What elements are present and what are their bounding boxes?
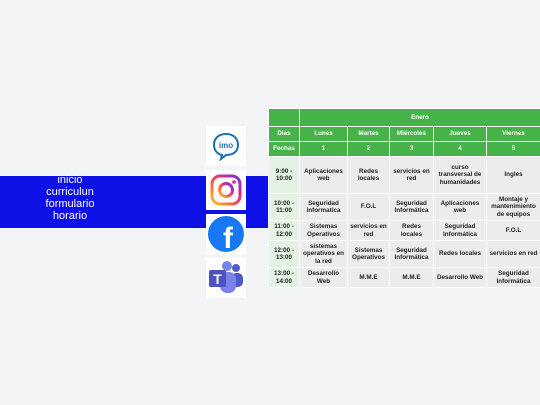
time-cell: 12:00 - 13:00 xyxy=(268,240,300,268)
time-cell: 10:00 - 11:00 xyxy=(268,193,300,221)
class-cell: F.O.L xyxy=(486,220,540,241)
table-row: 12:00 - 13:00 sistemas operativos en la … xyxy=(268,240,540,268)
class-cell: sistemas operativos en la red xyxy=(299,240,348,268)
class-cell: Redes locales xyxy=(347,156,390,194)
class-cell: Seguridad informatica xyxy=(299,193,348,221)
imo-icon: imo xyxy=(212,132,240,161)
table-row: 10:00 - 11:00 Seguridad informatica F.O.… xyxy=(268,193,540,221)
imo-icon-label: imo xyxy=(219,141,233,150)
class-cell: Ingles xyxy=(486,156,540,194)
teams-icon: T xyxy=(209,261,243,293)
day-header: Viernes xyxy=(486,126,540,142)
class-cell: Seguridad Informática xyxy=(433,220,487,241)
class-cell: Desarrollo Web xyxy=(299,267,348,288)
table-row: 13:00 - 14:00 Desarrollo Web M.M.E M.M.E… xyxy=(268,267,540,288)
class-cell: servicios en red xyxy=(486,240,540,268)
month-corner xyxy=(268,108,300,127)
date-header: 3 xyxy=(389,141,434,157)
class-cell: Redes locales xyxy=(433,240,487,268)
month-header: Enero xyxy=(299,108,540,127)
class-cell: Aplicaciones web xyxy=(433,193,487,221)
date-header: 5 xyxy=(486,141,540,157)
class-cell: Aplicaciones web xyxy=(299,156,348,194)
class-cell: M.M.E xyxy=(347,267,390,288)
class-cell: Seguridad Informática xyxy=(389,193,434,221)
facebook-link[interactable]: f xyxy=(206,214,246,254)
days-label: Dias xyxy=(268,126,300,142)
class-cell: Montaje y mantenimiento de equipos xyxy=(486,193,540,221)
class-cell: F.O.L xyxy=(347,193,390,221)
class-cell: servicios en red xyxy=(347,220,390,241)
facebook-icon: f xyxy=(208,216,244,253)
day-header: Martes xyxy=(347,126,390,142)
imo-link[interactable]: imo xyxy=(206,126,246,166)
time-cell: 11:00 - 12:00 xyxy=(268,220,300,241)
instagram-icon xyxy=(210,174,242,206)
day-header: Lunes xyxy=(299,126,348,142)
class-cell: curso transversal de humanidades xyxy=(433,156,487,194)
class-cell: Desarrollo Web xyxy=(433,267,487,288)
class-cell: Seguridad Informática xyxy=(486,267,540,288)
class-cell: servicios en red xyxy=(389,156,434,194)
nav-link-inicio[interactable]: inicio xyxy=(57,174,83,186)
instagram-link[interactable] xyxy=(206,170,246,210)
date-header: 4 xyxy=(433,141,487,157)
day-header: Jueves xyxy=(433,126,487,142)
table-row: 9:00 - 10:00 Aplicaciones web Redes loca… xyxy=(268,156,540,194)
teams-icon-label: T xyxy=(213,271,222,287)
class-cell: Sistemas Operativos xyxy=(347,240,390,268)
time-cell: 13:00 - 14:00 xyxy=(268,267,300,288)
class-cell: Redes locales xyxy=(389,220,434,241)
time-cell: 9:00 - 10:00 xyxy=(268,156,300,194)
schedule-table: Enero Dias Lunes Martes Miércoles Jueves… xyxy=(268,108,540,288)
facebook-icon-label: f xyxy=(223,222,234,253)
nav-link-horario[interactable]: horario xyxy=(52,210,88,222)
nav-link-curriculun[interactable]: curriculun xyxy=(46,186,94,198)
teams-link[interactable]: T xyxy=(206,258,246,298)
nav-link-formulario[interactable]: formulario xyxy=(45,198,95,210)
class-cell: Sistemas Operativos xyxy=(299,220,348,241)
date-header: 2 xyxy=(347,141,390,157)
class-cell: Seguridad Informática xyxy=(389,240,434,268)
table-row: 11:00 - 12:00 Sistemas Operativos servic… xyxy=(268,220,540,241)
date-header: 1 xyxy=(299,141,348,157)
main-nav: inicio curriculun formulario horario xyxy=(30,174,110,222)
day-header: Miércoles xyxy=(389,126,434,142)
social-icons: imo f xyxy=(206,126,246,302)
class-cell: M.M.E xyxy=(389,267,434,288)
dates-label: Fechas xyxy=(268,141,300,157)
